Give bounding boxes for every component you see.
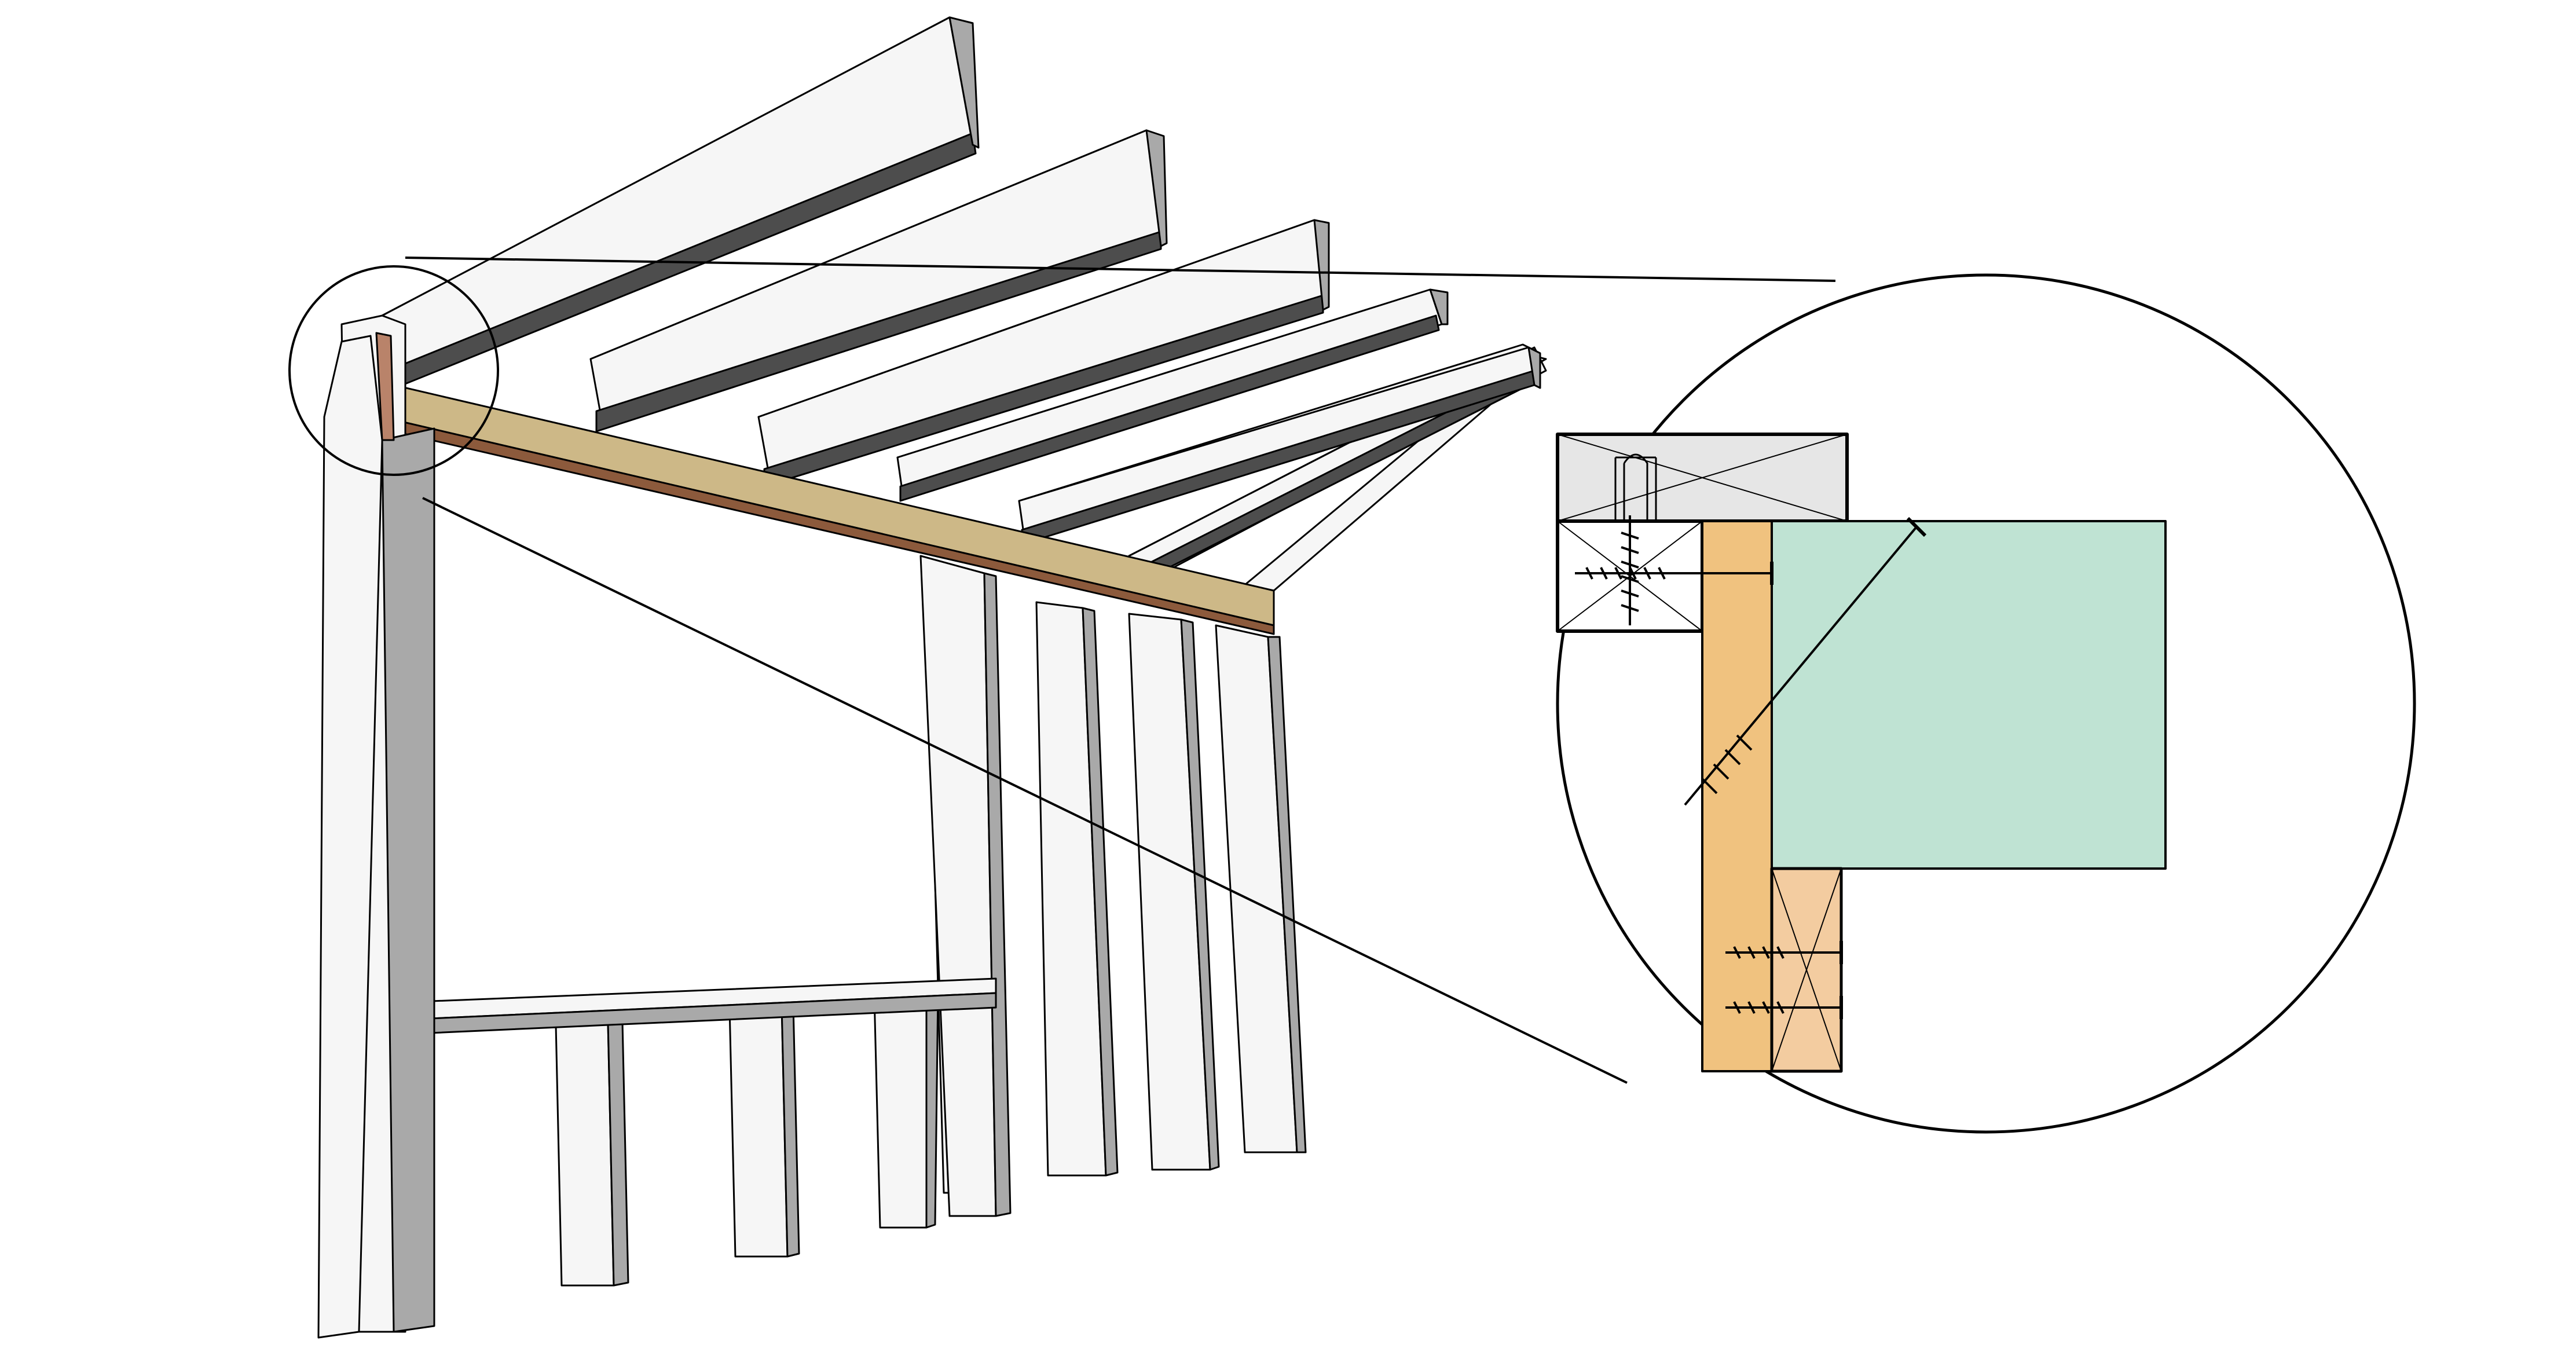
stud [1035, 601, 1119, 1177]
studs [555, 555, 1307, 1287]
stud [919, 555, 1012, 1217]
screw-horizontal-lower-2 [1725, 996, 1843, 1019]
rafter [757, 219, 1330, 488]
leader-line-bottom [422, 497, 1628, 1084]
ledger-section [1701, 520, 1773, 1072]
rafter [1018, 343, 1541, 545]
framing-overview [317, 16, 1547, 1339]
leader-line-top [405, 257, 1836, 282]
corner-post [317, 314, 435, 1339]
stud [1128, 613, 1220, 1171]
rafter [589, 129, 1168, 433]
stud [873, 992, 939, 1229]
blocking-section [1770, 867, 1843, 1073]
connection-detail [1556, 433, 2167, 1073]
rafters [381, 16, 1547, 603]
rafter [896, 288, 1449, 502]
top-plate [1556, 433, 1849, 523]
screw-angled [1684, 517, 1927, 806]
screw-horizontal-top [1575, 562, 1773, 585]
screw-vertical [1621, 515, 1639, 625]
screws [1575, 515, 1927, 1019]
callout-circle-small [288, 265, 499, 476]
cripple-stud [728, 1003, 800, 1258]
stud [1215, 624, 1307, 1153]
joist-section [1771, 520, 2167, 870]
callout-lines [405, 257, 1836, 1084]
screw-horizontal-lower-1 [1725, 941, 1843, 964]
cripple-stud [555, 1021, 629, 1287]
